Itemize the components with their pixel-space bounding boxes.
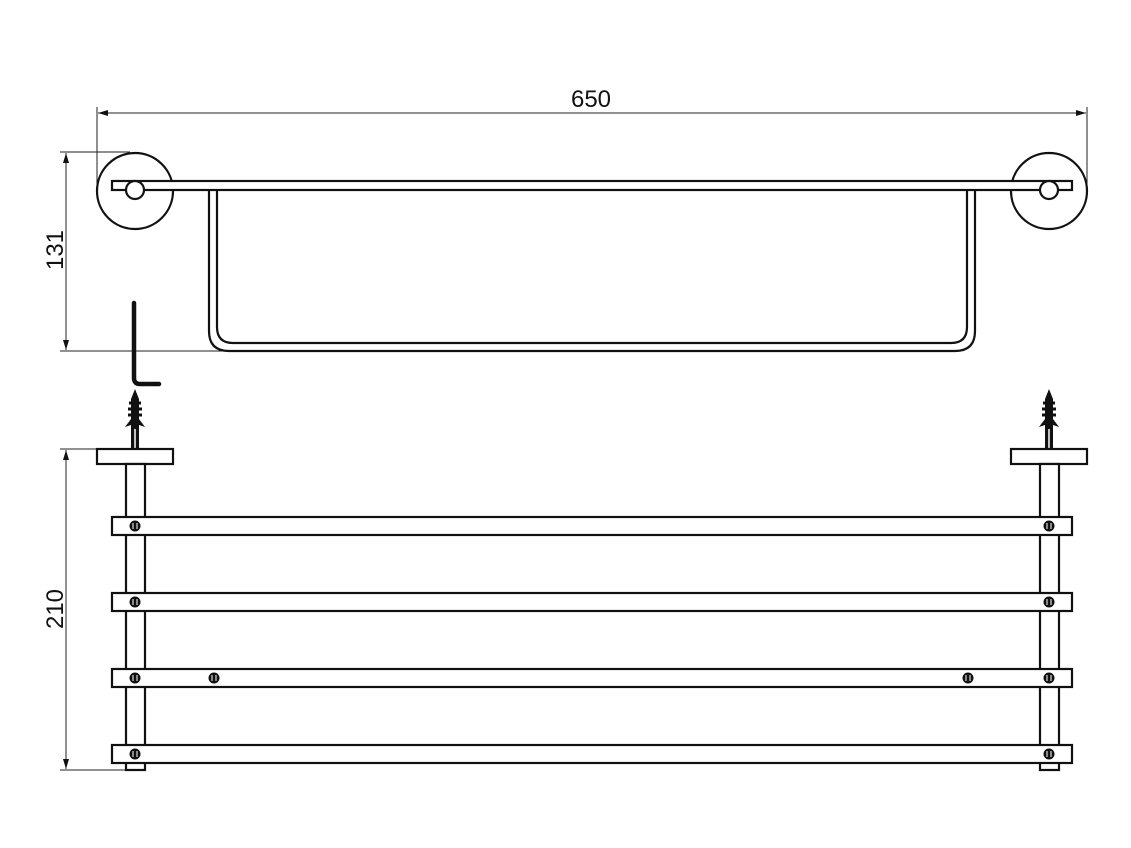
screw-icon bbox=[129, 672, 141, 684]
towel-bar-inner bbox=[215, 190, 969, 345]
shelf-rail-4 bbox=[110, 743, 1074, 765]
screw-icon bbox=[129, 596, 141, 608]
right-wall-plate bbox=[1009, 447, 1089, 466]
left-post bbox=[124, 462, 147, 772]
width-dimension: 650 bbox=[96, 86, 1088, 185]
height-label: 210 bbox=[42, 589, 69, 629]
top-view bbox=[95, 151, 1089, 353]
towel-bar-outer bbox=[207, 190, 977, 353]
depth-dimension: 131 bbox=[42, 151, 260, 352]
front-rail bbox=[110, 179, 1074, 192]
right-wall-anchor-icon bbox=[1037, 387, 1061, 451]
screw-icon bbox=[129, 520, 141, 532]
shelf-rail-2 bbox=[110, 591, 1074, 613]
width-label: 650 bbox=[571, 86, 611, 113]
screw-icon bbox=[962, 672, 974, 684]
depth-label: 131 bbox=[42, 230, 69, 270]
right-post bbox=[1038, 462, 1061, 772]
allen-key-icon bbox=[131, 300, 162, 387]
screw-icon bbox=[1043, 596, 1055, 608]
front-view bbox=[95, 447, 1089, 772]
height-dimension: 210 bbox=[42, 448, 126, 771]
left-wall-anchor-icon bbox=[123, 387, 147, 451]
screw-icon bbox=[129, 748, 141, 760]
screw-icon bbox=[1043, 520, 1055, 532]
screw-icon bbox=[208, 672, 220, 684]
shelf-rail-3 bbox=[110, 667, 1074, 689]
shelf-rail-1 bbox=[110, 515, 1074, 537]
screw-icon bbox=[1043, 672, 1055, 684]
screw-icon bbox=[1043, 748, 1055, 760]
left-wall-plate bbox=[95, 447, 175, 466]
